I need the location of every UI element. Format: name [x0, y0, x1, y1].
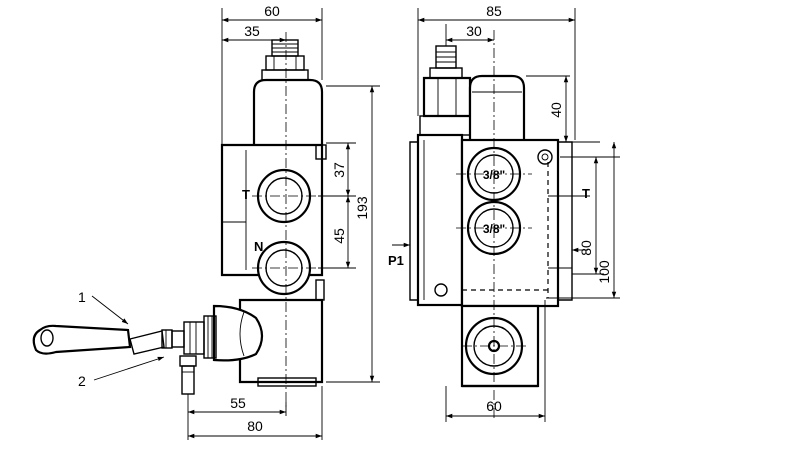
left-top-cap	[252, 78, 324, 145]
right-top-cap	[468, 74, 526, 140]
right-dim-top-overall: 85	[486, 3, 502, 19]
right-label-t: T	[582, 186, 590, 201]
callout-1: 1	[78, 289, 86, 305]
right-dim-top-inner: 30	[466, 23, 482, 39]
lever-lock-screw	[181, 365, 195, 395]
right-dim-right-top: 40	[548, 102, 564, 118]
lever-rod	[129, 330, 165, 355]
right-dim-right-inner: 80	[578, 240, 594, 256]
right-side-plate	[416, 133, 464, 307]
right-dim-bottom: 60	[486, 398, 502, 414]
lever-boot	[212, 304, 264, 362]
left-dim-top-inner: 35	[244, 23, 260, 39]
left-spool-adjuster	[261, 39, 309, 81]
right-spool-adjuster	[419, 45, 473, 136]
left-dim-bottom-overall: 80	[247, 418, 263, 434]
left-dim-top-overall: 60	[264, 3, 280, 19]
left-dim-right-lower: 45	[331, 228, 347, 244]
left-dim-bottom-inner: 55	[230, 395, 246, 411]
callout-2: 2	[78, 373, 86, 389]
left-view: 60 35 37 45 193 55 80 T N 1 2	[32, 3, 380, 440]
left-label-t: T	[242, 187, 250, 202]
left-dim-right-total: 193	[354, 196, 370, 220]
left-label-n: N	[254, 239, 263, 254]
lever-handle[interactable]	[32, 324, 132, 355]
right-view: 3/8" 3/8" 85 30 40	[388, 3, 620, 422]
right-label-p1: P1	[388, 253, 404, 268]
left-dim-right-upper: 37	[331, 162, 347, 178]
right-dim-right-outer: 100	[596, 260, 612, 284]
